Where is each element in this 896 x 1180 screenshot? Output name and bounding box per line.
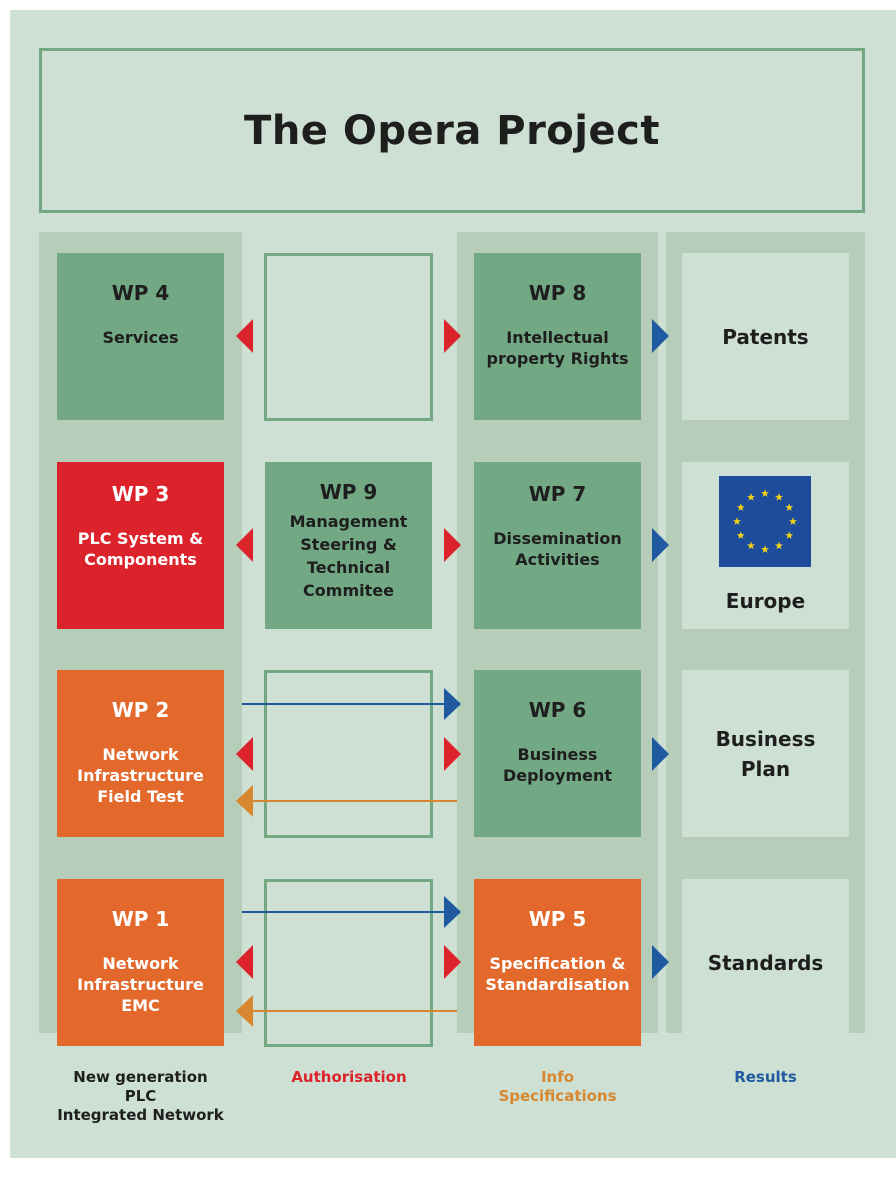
blue-arrow-wp2-to-wp6-head <box>444 688 461 720</box>
wp3-plc-system-box: WP 3 PLC System & Components <box>57 462 224 629</box>
wp2-description: Network Infrastructure Field Test <box>77 745 204 806</box>
eu-star-icon <box>733 517 741 525</box>
authorisation-empty-box-3 <box>264 879 433 1047</box>
blue-arrowhead-results-4 <box>652 945 669 979</box>
wp4-services-box: WP 4 Services <box>57 253 224 420</box>
red-arrowhead-left-2 <box>236 528 253 562</box>
wp1-emc-box: WP 1 Network Infrastructure EMC <box>57 879 224 1046</box>
diagram-title: The Opera Project <box>244 107 660 154</box>
authorisation-empty-box-2 <box>264 670 433 838</box>
red-arrowhead-left-1 <box>236 319 253 353</box>
column-info-specifications-caption: Info Specifications <box>498 1068 617 1105</box>
eu-star-icon <box>789 517 797 525</box>
eu-star-icon <box>761 489 769 497</box>
wp6-description: Business Deployment <box>502 745 613 785</box>
result-standards-label: Standards <box>707 950 824 975</box>
wp8-description: Intellectual property Rights <box>486 328 629 368</box>
wp1-label: WP 1 <box>111 907 170 931</box>
blue-arrowhead-results-1 <box>652 319 669 353</box>
wp2-field-test-box: WP 2 Network Infrastructure Field Test <box>57 670 224 837</box>
wp5-specification-box: WP 5 Specification & Standardisation <box>474 879 641 1046</box>
red-arrowhead-right-3 <box>444 737 461 771</box>
red-arrowhead-right-2 <box>444 528 461 562</box>
eu-star-icon <box>736 531 745 539</box>
eu-star-icon <box>747 493 755 501</box>
result-patents-label: Patents <box>722 324 809 349</box>
wp7-label: WP 7 <box>528 482 587 506</box>
wp6-business-deployment-box: WP 6 Business Deployment <box>474 670 641 837</box>
wp7-description: Dissemination Activities <box>493 529 622 569</box>
eu-star-icon <box>785 503 794 511</box>
eu-star-icon <box>775 493 783 501</box>
orange-arrow-to-wp2-head <box>236 785 253 817</box>
result-europe-label: Europe <box>725 589 806 613</box>
red-arrowhead-left-3 <box>236 737 253 771</box>
eu-star-icon <box>736 503 745 511</box>
wp5-description: Specification & Standardisation <box>485 954 630 994</box>
column-results-caption: Results <box>734 1068 797 1086</box>
eu-star-icon <box>761 545 769 553</box>
blue-arrow-wp1-to-wp5-head <box>444 896 461 928</box>
wp8-label: WP 8 <box>528 281 587 305</box>
result-business-plan-box: Business Plan <box>682 670 849 837</box>
blue-arrowhead-results-2 <box>652 528 669 562</box>
wp9-label: WP 9 <box>319 480 378 504</box>
wp5-label: WP 5 <box>528 907 587 931</box>
column-authorisation-caption: Authorisation <box>291 1068 407 1086</box>
eu-star-icon <box>785 531 794 539</box>
title-box: The Opera Project <box>39 48 865 213</box>
wp3-label: WP 3 <box>111 482 170 506</box>
wp7-dissemination-box: WP 7 Dissemination Activities <box>474 462 641 629</box>
column-plc-network-caption: New generation PLC Integrated Network <box>57 1068 224 1124</box>
red-arrowhead-right-1 <box>444 319 461 353</box>
red-arrowhead-right-4 <box>444 945 461 979</box>
wp4-label: WP 4 <box>111 281 170 305</box>
orange-arrow-to-wp1-head <box>236 995 253 1027</box>
result-standards-box: Standards <box>682 879 849 1046</box>
blue-arrowhead-results-3 <box>652 737 669 771</box>
wp9-management-box: WP 9 Management Steering & Technical Com… <box>265 462 432 629</box>
wp2-label: WP 2 <box>111 698 170 722</box>
red-arrowhead-left-4 <box>236 945 253 979</box>
wp8-ipr-box: WP 8 Intellectual property Rights <box>474 253 641 420</box>
eu-star-icon <box>775 541 783 550</box>
eu-star-icon <box>747 541 755 550</box>
authorisation-empty-box-1 <box>264 253 433 421</box>
result-patents-box: Patents <box>682 253 849 420</box>
wp1-description: Network Infrastructure EMC <box>77 954 204 1015</box>
wp4-description: Services <box>102 328 179 347</box>
eu-flag-icon <box>719 476 811 567</box>
wp3-description: PLC System & Components <box>77 529 204 569</box>
wp6-label: WP 6 <box>528 698 587 722</box>
wp9-description: Management Steering & Technical Commitee <box>289 512 408 600</box>
result-business-plan-label: Business Plan <box>715 726 816 781</box>
